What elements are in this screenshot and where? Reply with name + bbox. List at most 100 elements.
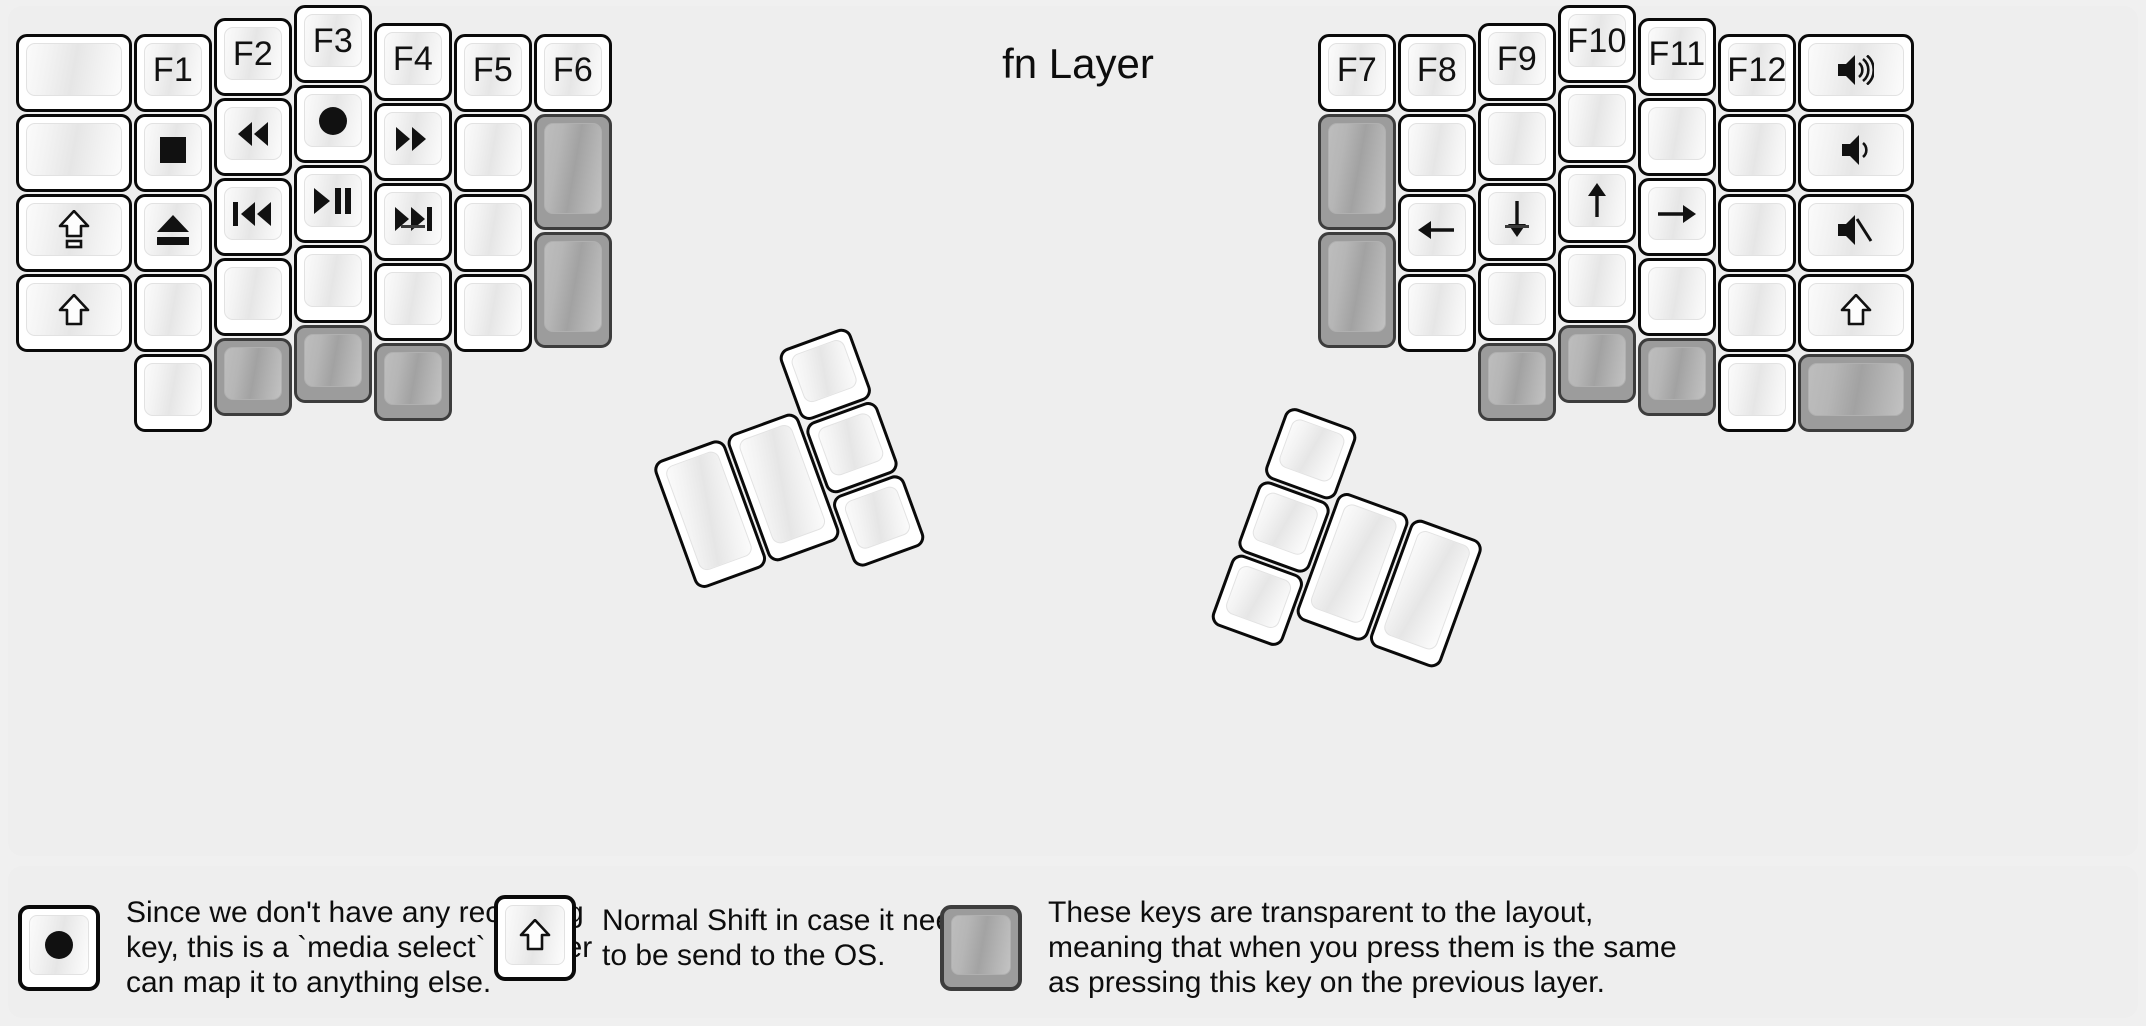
key-l-c2-r1[interactable]: F1	[134, 34, 212, 112]
key-r-c4-r2[interactable]	[1558, 85, 1636, 163]
key-r-c6-r2[interactable]	[1718, 114, 1796, 192]
keycap-surface	[464, 203, 522, 256]
key-l-c2-r5[interactable]	[134, 354, 212, 432]
key-r-c6-r4[interactable]	[1718, 274, 1796, 352]
keycap-surface: F4	[384, 32, 442, 85]
eject-icon	[157, 214, 189, 245]
shift-icon	[1840, 293, 1872, 326]
key-l-c7-r2[interactable]	[534, 114, 612, 230]
keycap-surface: F1	[144, 43, 202, 96]
key-r-c7-r1[interactable]	[1798, 34, 1914, 112]
key-r-c6-r3[interactable]	[1718, 194, 1796, 272]
key-r-c2-r2[interactable]	[1398, 114, 1476, 192]
key-r-c7-r4[interactable]	[1798, 274, 1914, 352]
volume-up-icon	[1838, 54, 1874, 85]
key-l-c3-r3[interactable]	[214, 178, 292, 256]
key-l-c5-r3[interactable]	[374, 183, 452, 261]
keycap-surface	[304, 254, 362, 307]
key-r-c5-r5[interactable]	[1638, 338, 1716, 416]
key-r-c7-r5[interactable]	[1798, 354, 1914, 432]
key-l-c1-r1[interactable]	[16, 34, 132, 112]
key-l-c1-r2[interactable]	[16, 114, 132, 192]
key-label: F5	[472, 50, 514, 89]
key-l-c3-r5[interactable]	[214, 338, 292, 416]
key-r-c7-r3[interactable]	[1798, 194, 1914, 272]
key-l-c4-r2[interactable]	[294, 85, 372, 163]
key-r-c4-r3[interactable]	[1558, 165, 1636, 243]
key-l-c3-r1[interactable]: F2	[214, 18, 292, 96]
keycap-surface	[384, 192, 442, 245]
keycap-surface	[29, 914, 89, 975]
key-r-c6-r5[interactable]	[1718, 354, 1796, 432]
key-r-c3-r3[interactable]	[1478, 183, 1556, 261]
key-r-c5-r2[interactable]	[1638, 98, 1716, 176]
key-l-c5-r4[interactable]	[374, 263, 452, 341]
key-label: F1	[152, 50, 194, 89]
key-l-c5-r5[interactable]	[374, 343, 452, 421]
legend-shift-text: Normal Shift in case it needs to be send…	[602, 903, 984, 972]
key-l-c6-r1[interactable]: F5	[454, 34, 532, 112]
keycap-surface	[464, 283, 522, 336]
keycap-surface	[224, 347, 282, 400]
keycap-surface: F11	[1648, 27, 1706, 80]
keycap-surface	[1728, 203, 1786, 256]
shift-icon	[519, 919, 551, 951]
key-l-c5-r2[interactable]	[374, 103, 452, 181]
arrow-up-icon	[1583, 182, 1611, 219]
key-r-c3-r4[interactable]	[1478, 263, 1556, 341]
play-pause-icon	[314, 187, 352, 214]
key-r-c6-r1[interactable]: F12	[1718, 34, 1796, 112]
key-l-c7-r1[interactable]: F6	[534, 34, 612, 112]
key-r-c1-r2[interactable]	[1318, 114, 1396, 230]
key-l-c4-r1[interactable]: F3	[294, 5, 372, 83]
key-r-c1-r1[interactable]: F7	[1318, 34, 1396, 112]
keycap-surface: F7	[1328, 43, 1386, 96]
key-r-c5-r3[interactable]	[1638, 178, 1716, 256]
keycap-surface	[26, 203, 122, 256]
key-l-c6-r2[interactable]	[454, 114, 532, 192]
key-r-c3-r5[interactable]	[1478, 343, 1556, 421]
key-r-c4-r4[interactable]	[1558, 245, 1636, 323]
legend-transparent: These keys are transparent to the layout…	[940, 895, 1677, 1000]
keycap-surface	[464, 123, 522, 176]
key-l-c3-r4[interactable]	[214, 258, 292, 336]
key-r-c5-r4[interactable]	[1638, 258, 1716, 336]
key-r-c4-r5[interactable]	[1558, 325, 1636, 403]
key-r-c5-r1[interactable]: F11	[1638, 18, 1716, 96]
key-l-c1-r3[interactable]	[16, 194, 132, 272]
key-l-c7-r3[interactable]	[534, 232, 612, 348]
key-l-c2-r2[interactable]	[134, 114, 212, 192]
key-l-c1-r4[interactable]	[16, 274, 132, 352]
keycap-surface	[1408, 203, 1466, 256]
key-l-c6-r4[interactable]	[454, 274, 532, 352]
key-label: F7	[1336, 50, 1378, 89]
key-r-c1-r3[interactable]	[1318, 232, 1396, 348]
key-l-c3-r2[interactable]	[214, 98, 292, 176]
key-l-c6-r3[interactable]	[454, 194, 532, 272]
key-l-c4-r4[interactable]	[294, 245, 372, 323]
key-l-c2-r4[interactable]	[134, 274, 212, 352]
key-l-c5-r1[interactable]: F4	[374, 23, 452, 101]
key-r-c3-r1[interactable]: F9	[1478, 23, 1556, 101]
key-r-c7-r2[interactable]	[1798, 114, 1914, 192]
key-r-c4-r1[interactable]: F10	[1558, 5, 1636, 83]
key-l-c4-r3[interactable]	[294, 165, 372, 243]
keycap-surface	[951, 914, 1011, 975]
keycap-surface	[304, 94, 362, 147]
keycap-surface	[1728, 363, 1786, 416]
key-label: F9	[1496, 39, 1538, 78]
keycap-surface: F9	[1488, 32, 1546, 85]
keycap-surface	[1223, 563, 1294, 631]
keycap-surface	[304, 334, 362, 387]
keycap-surface	[1648, 267, 1706, 320]
keycap-surface	[1648, 107, 1706, 160]
key-l-c4-r5[interactable]	[294, 325, 372, 403]
keycap-surface	[144, 203, 202, 256]
key-r-c2-r1[interactable]: F8	[1398, 34, 1476, 112]
key-r-c2-r3[interactable]	[1398, 194, 1476, 272]
keycap-surface	[26, 43, 122, 96]
key-r-c3-r2[interactable]	[1478, 103, 1556, 181]
key-l-c2-r3[interactable]	[134, 194, 212, 272]
keycap-surface	[544, 241, 602, 332]
key-r-c2-r4[interactable]	[1398, 274, 1476, 352]
